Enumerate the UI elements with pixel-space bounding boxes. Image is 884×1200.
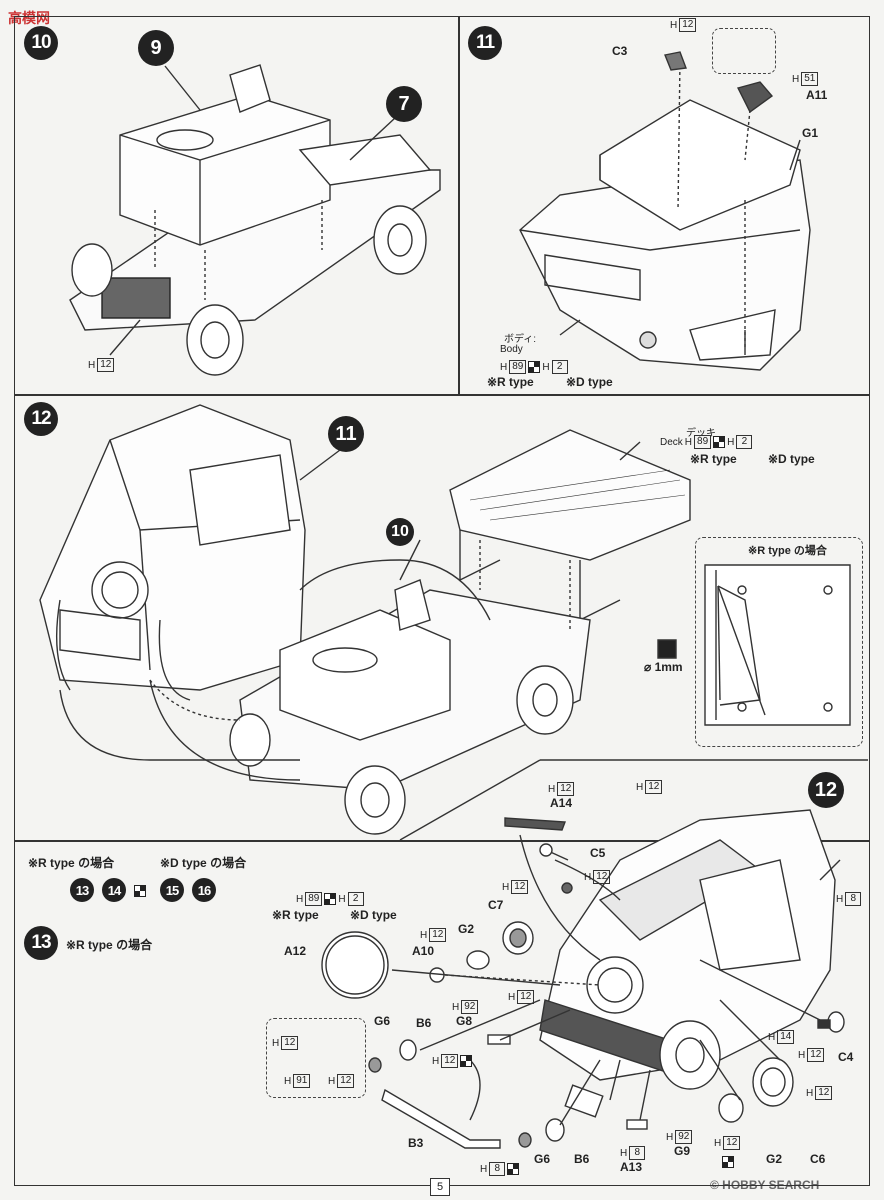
label-g6-b: G6	[534, 1152, 551, 1166]
panel-step-12	[14, 394, 870, 842]
checker-icon	[713, 436, 726, 448]
step-number-11: 11	[468, 26, 502, 60]
label-a10: A10	[412, 944, 435, 958]
label-c5: C5	[590, 846, 606, 860]
callout-step-9: 9	[138, 30, 174, 66]
callout-step-10: 10	[386, 518, 414, 546]
label-13-d-type: ※D type	[350, 908, 397, 922]
seq-step-16: 16	[192, 878, 216, 902]
label-c4: C4	[838, 1050, 854, 1064]
callout-step-12: 12	[808, 772, 844, 808]
r-type-case: ※R type の場合	[28, 856, 115, 870]
label-r-type: ※R type	[487, 375, 534, 389]
label-g2-a: G2	[458, 922, 475, 936]
checker-icon	[460, 1055, 473, 1067]
checker-icon	[528, 361, 541, 373]
d-type-case: ※D type の場合	[160, 856, 247, 870]
step-number-10: 10	[24, 26, 58, 60]
label-c3: C3	[612, 44, 628, 58]
label-d-type: ※D type	[566, 375, 613, 389]
label-deck-r-type: ※R type	[690, 452, 737, 466]
label-g8: G8	[456, 1014, 473, 1028]
seq-step-15: 15	[160, 878, 184, 902]
checker-icon	[324, 893, 337, 905]
r-type-deck-inset	[695, 537, 863, 747]
label-13-r-type: ※R type	[272, 908, 319, 922]
checker-icon	[507, 1163, 520, 1175]
callout-step-11: 11	[328, 416, 364, 452]
label-a12: A12	[284, 944, 307, 958]
seq-step-13: 13	[70, 878, 94, 902]
label-c7: C7	[488, 898, 504, 912]
panel-step-11	[458, 16, 870, 396]
label-g6-a: G6	[374, 1014, 391, 1028]
label-g1: G1	[802, 126, 819, 140]
tool-inset-box	[712, 28, 776, 74]
label-deck-jp: デッキ	[686, 428, 716, 439]
grille-detail-inset	[266, 1018, 366, 1098]
step-13-case: ※R type の場合	[66, 938, 153, 952]
label-b3: B3	[408, 1136, 424, 1150]
page-number: 5	[430, 1178, 450, 1196]
label-c6: C6	[810, 1152, 826, 1166]
label-g9: G9	[674, 1144, 691, 1158]
callout-step-7: 7	[386, 86, 422, 122]
panel-step-10	[14, 16, 460, 396]
watermark-top: 高模网	[8, 10, 50, 26]
label-b6-a: B6	[416, 1016, 432, 1030]
label-body-jp: ボディ:	[504, 334, 537, 345]
inset-title: ※R type の場合	[748, 545, 827, 557]
label-g2-b: G2	[766, 1152, 783, 1166]
label-deck-d-type: ※D type	[768, 452, 815, 466]
label-body-en: Body	[500, 344, 523, 355]
seq-step-14: 14	[102, 878, 126, 902]
drill-size: ⌀ 1mm	[644, 660, 683, 674]
label-a14: A14	[550, 796, 573, 810]
checker-icon	[134, 885, 146, 897]
checker-icon	[722, 1156, 734, 1168]
label-a13: A13	[620, 1160, 643, 1174]
step-number-13: 13	[24, 926, 58, 960]
label-a11: A11	[806, 88, 828, 102]
label-b6-b: B6	[574, 1152, 590, 1166]
step-number-12: 12	[24, 402, 58, 436]
